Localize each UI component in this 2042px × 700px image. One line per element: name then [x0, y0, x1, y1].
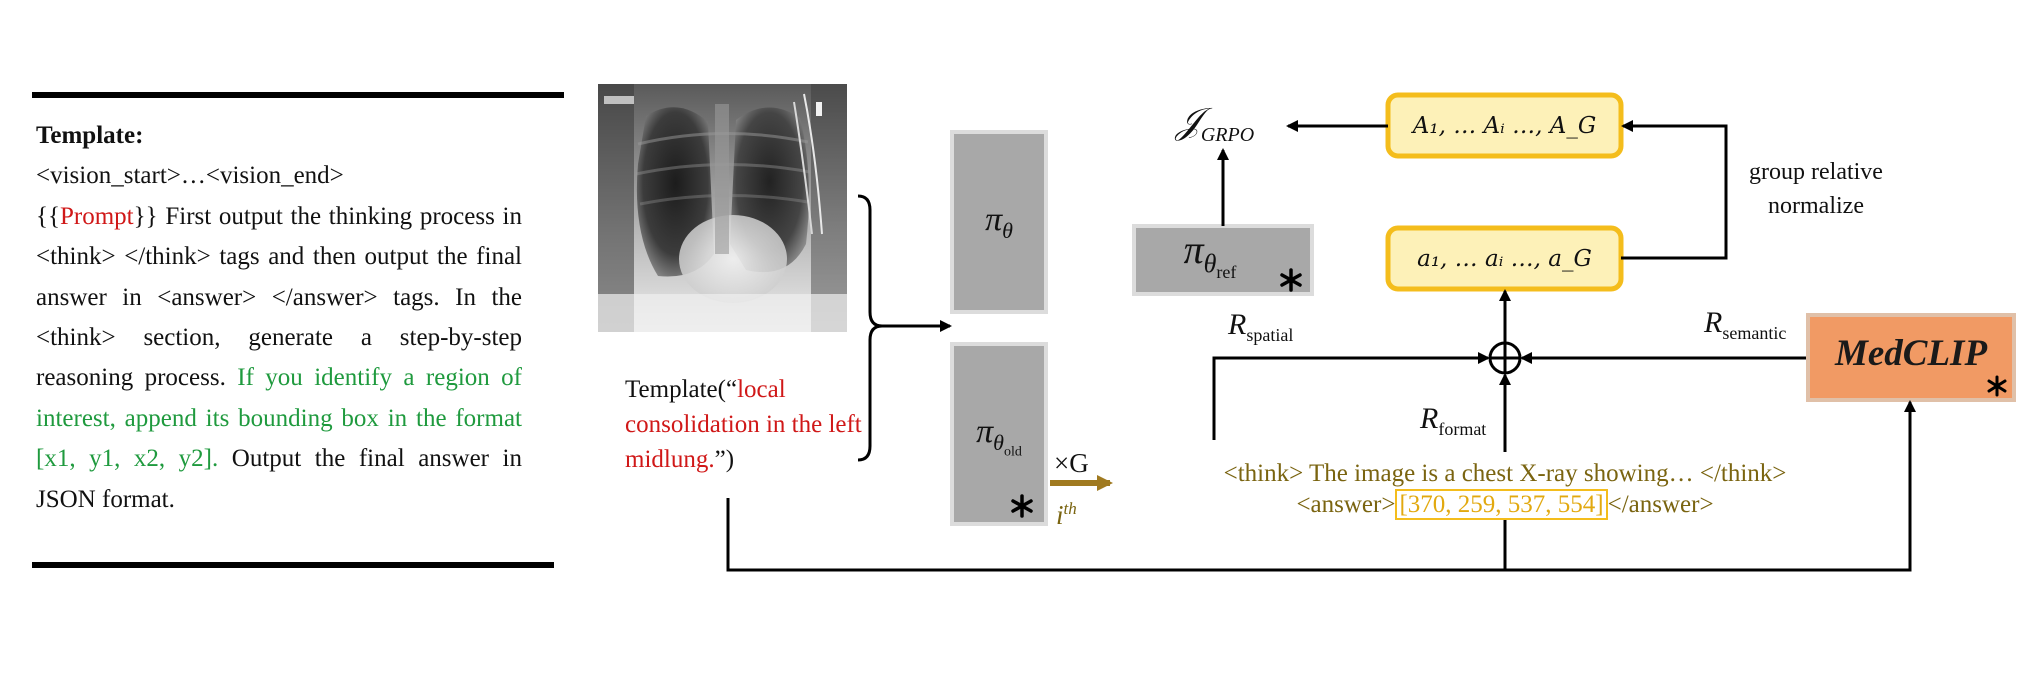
prompt-open: {{: [36, 202, 60, 230]
policy-ref-label: πθref: [1183, 227, 1237, 283]
medclip-box: [1806, 313, 2016, 402]
input-to-medclip-line: [726, 400, 1916, 572]
rewards-list-label: a₁, … aᵢ …, a_G: [1417, 246, 1592, 272]
template-call-prompt: local consolidation in the left midlung.: [625, 376, 862, 473]
roi-instruction: If you identify a region of interest, ap…: [36, 364, 523, 473]
prompt-placeholder: Prompt: [60, 202, 134, 230]
spatial-reward-arrow: [1212, 352, 1490, 440]
policy-theta-label: πθ: [985, 201, 1013, 243]
top-rule: [32, 92, 564, 98]
template-instruction: {{Prompt}} First output the thinking pro…: [36, 197, 522, 520]
policy-theta-box: [950, 130, 1048, 314]
think-output: <think> The image is a chest X-ray showi…: [1223, 460, 1787, 487]
vision-tokens-line: <vision_start>…<vision_end>: [36, 162, 344, 190]
template-call-suffix: ”): [714, 446, 735, 473]
template-call: Template(“local consolidation in the lef…: [625, 372, 865, 477]
ith-label: ith: [1056, 499, 1077, 530]
answer-output: <answer>[370, 259, 537, 554]</answer>: [1296, 489, 1714, 520]
policy-theta-old-label: πθold: [976, 413, 1022, 460]
asterisk-icon: [1987, 375, 2007, 397]
normalize-arrow: [1621, 120, 1728, 260]
model-output-text: <think> The image is a chest X-ray showi…: [1100, 458, 1910, 520]
chest-xray-image: [598, 84, 847, 332]
medclip-label: MedCLIP: [1834, 333, 1988, 374]
instruction-text: First output the thinking process in <th…: [36, 202, 522, 392]
format-reward-label: Rformat: [1420, 402, 1487, 440]
semantic-reward-label: Rsemantic: [1704, 306, 1787, 344]
bottom-rule: [32, 562, 554, 568]
asterisk-icon: [1011, 494, 1033, 518]
template-call-prefix: Template(“: [625, 376, 738, 403]
times-g-label: ×G: [1054, 448, 1089, 478]
prompt-close: }}: [133, 202, 158, 230]
bbox-output: [370, 259, 537, 554]: [1395, 489, 1608, 520]
policy-theta-old-box: [950, 342, 1048, 526]
instruction-tail: Output the final answer in JSON format.: [36, 445, 522, 513]
template-panel: Template: <vision_start>…<vision_end> {{…: [36, 116, 522, 520]
objective-label: 𝒥GRPO: [1176, 101, 1255, 147]
template-heading: Template:: [36, 122, 144, 149]
input-brace: [857, 194, 883, 462]
advantages-label: A₁, … Aᵢ …, A_G: [1412, 113, 1597, 139]
spatial-reward-label: Rspatial: [1228, 308, 1294, 346]
asterisk-icon: [1280, 268, 1302, 292]
